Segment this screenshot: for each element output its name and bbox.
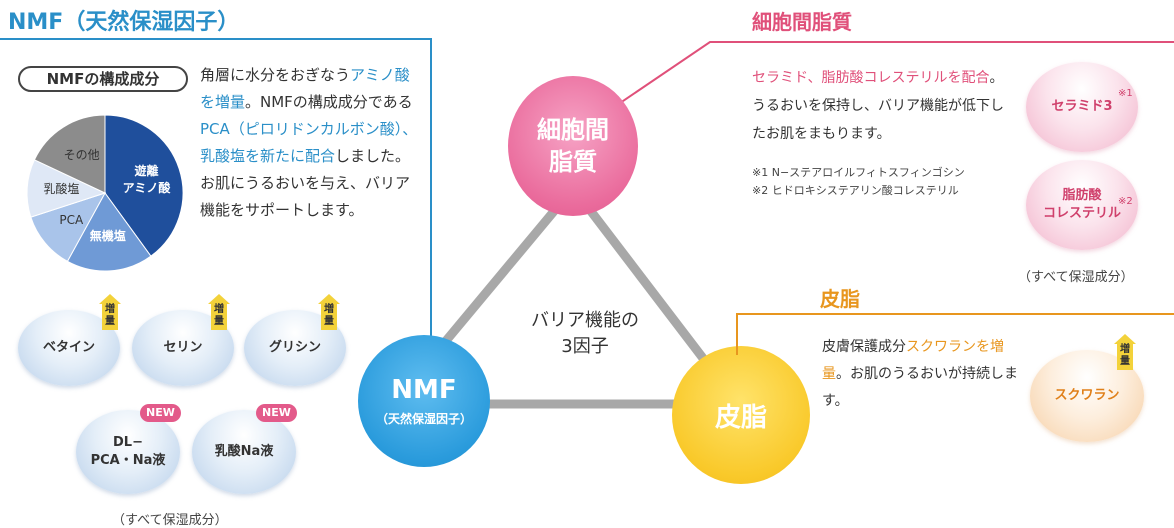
pie-slice-label-4: その他 (63, 148, 100, 163)
nmf-desc-seg-5: しました。お肌にうるおいを与え、バリア機能をサポートします。 (200, 147, 411, 219)
increase-badge-glycine: 増量 (318, 294, 340, 330)
pie-slice-label-0: 遊離 アミノ酸 (122, 163, 171, 195)
nmf-desc-seg-4: PCA（ピロリドンカルボン酸）、乳酸塩を新たに配合 (200, 120, 418, 165)
increase-label: 増量 (1117, 343, 1133, 370)
up-arrow-icon (318, 294, 340, 304)
lipid-moisturizing-note: （すべて保湿成分） (1018, 270, 1134, 285)
sebum-description: 皮膚保護成分スクワランを増量。お肌のうるおいが持続します。 (822, 334, 1022, 415)
pie-slice-1 (66, 192, 152, 272)
ingredient-bubble-dl-pca-na: DL− PCA・Na液 (76, 410, 180, 494)
pie-slice-label-3: 乳酸塩 (43, 182, 80, 197)
pie-slice-label-2: PCA (59, 212, 84, 227)
factor-nmf-sublabel: （天然保湿因子） (375, 412, 472, 426)
increase-label: 増量 (102, 303, 118, 330)
cholesteryl-footnote-mark: ※2 (1118, 196, 1133, 207)
nmf-composition-badge: NMFの構成成分 (18, 66, 188, 92)
nmf-moisturizing-note: （すべて保湿成分） (112, 513, 228, 528)
up-arrow-icon (1114, 334, 1136, 344)
sebum-section-title: 皮脂 (820, 287, 860, 311)
ingredient-name-ceramide3: セラミド3 (1051, 99, 1113, 114)
increase-badge-squalane: 増量 (1114, 334, 1136, 370)
nmf-desc-seg-2: アミノ酸を増量 (200, 66, 410, 111)
new-badge-dl-pca-na: NEW (140, 404, 181, 422)
increase-label: 増量 (211, 303, 227, 330)
ingredient-bubble-sodium-lactate: 乳酸Na液 (192, 410, 296, 494)
ingredient-name-betaine: ベタイン (42, 340, 95, 355)
ingredient-name-dl-pca-na: DL− PCA・Na液 (90, 435, 166, 468)
nmf-composition-pie: 遊離 アミノ酸無機塩 PCA 乳酸塩 その他 (25, 113, 185, 273)
ingredient-bubble-squalane: スクワラン (1030, 350, 1144, 442)
sebum-frame-top (736, 313, 1174, 315)
factor-nmf-label: NMF (391, 375, 457, 405)
ingredient-name-cholesteryl: 脂肪酸 コレステリル (1042, 188, 1121, 221)
ingredient-name-serine: セリン (163, 340, 203, 355)
lipid-desc-seg-1: セラミド、脂肪酸コレステリルを配合 (752, 70, 990, 86)
increase-badge-serine: 増量 (208, 294, 230, 330)
ingredient-bubble-cholesteryl: 脂肪酸 コレステリル (1026, 160, 1138, 250)
up-arrow-icon (99, 294, 121, 304)
up-arrow-icon (208, 294, 230, 304)
sebum-desc-seg-3: 。お肌のうるおいが持続します。 (822, 366, 1018, 409)
factor-sebum-label: 皮脂 (714, 402, 767, 433)
triangle-edge-left (426, 207, 559, 363)
ingredient-name-squalane: スクワラン (1054, 388, 1120, 403)
nmf-desc-seg-3: 。NMFの構成成分である (245, 93, 413, 111)
barrier-three-factors-label: バリア機能の 3因子 (531, 310, 639, 357)
nmf-frame-top (0, 38, 432, 40)
increase-badge-betaine: 増量 (99, 294, 121, 330)
triangle-edge-right (586, 207, 716, 373)
ingredient-bubble-ceramide3: セラミド3 (1026, 62, 1138, 152)
nmf-desc-seg-1: 角層に水分をおぎなう (200, 66, 351, 84)
factor-nmf: NMF （天然保湿因子） (358, 335, 490, 467)
nmf-frame-right (430, 38, 432, 354)
sebum-frame-left (736, 313, 738, 355)
factor-intercellular-lipid: 細胞間 脂質 (508, 76, 638, 216)
increase-label: 増量 (321, 303, 337, 330)
ingredient-name-sodium-lactate: 乳酸Na液 (214, 444, 274, 459)
ingredient-name-glycine: グリシン (268, 340, 321, 355)
lipid-description: セラミド、脂肪酸コレステリルを配合。うるおいを保持し、バリア機能が低下したお肌を… (752, 64, 1012, 148)
sebum-desc-seg-1: 皮膚保護成分 (822, 339, 906, 355)
lipid-desc-seg-2: 。うるおいを保持し、バリア機能が低下したお肌をまもります。 (752, 70, 1004, 142)
pie-slice-4 (33, 114, 106, 194)
nmf-description: 角層に水分をおぎなうアミノ酸を増量。NMFの構成成分である PCA（ピロリドンカル… (200, 62, 420, 224)
nmf-section-title: NMF（天然保湿因子） (8, 10, 240, 35)
ceramide3-footnote-mark: ※1 (1118, 88, 1133, 99)
factor-sebum: 皮脂 (672, 346, 810, 484)
pie-slice-0 (104, 114, 184, 257)
pie-chart-svg (26, 114, 184, 272)
lipid-section-title: 細胞間脂質 (752, 10, 852, 34)
new-badge-sodium-lactate: NEW (256, 404, 297, 422)
ingredient-bubble-betaine: ベタイン (18, 310, 120, 386)
lipid-footnote-1: ※1 N−ステアロイルフィトスフィンゴシン (752, 166, 965, 179)
pie-slice-label-1: 無機塩 (89, 228, 126, 243)
lipid-footnote-2: ※2 ヒドロキシステアリン酸コレステリル (752, 184, 959, 197)
factor-lipid-label: 細胞間 脂質 (537, 116, 609, 176)
lipid-section-frame (597, 41, 1174, 119)
sebum-desc-seg-2: スクワランを増量 (822, 339, 1004, 382)
